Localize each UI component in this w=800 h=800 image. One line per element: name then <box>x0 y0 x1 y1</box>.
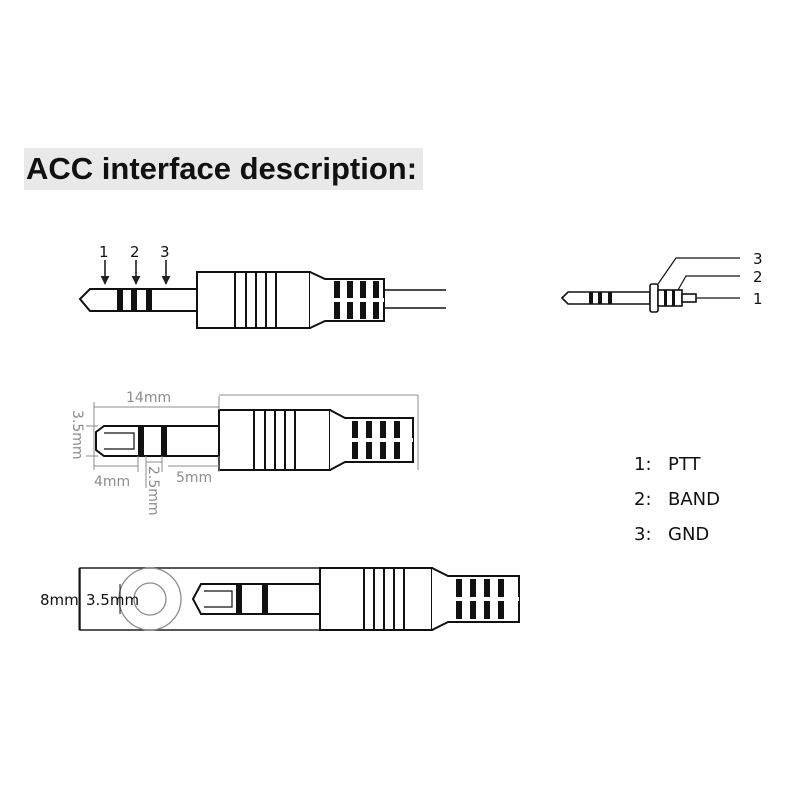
pin-label-3: 3 <box>160 243 170 261</box>
dimension-lines-middle <box>86 394 419 488</box>
pin-label-2: 2 <box>130 243 140 261</box>
page-title: ACC interface description: <box>24 148 424 190</box>
dim-bore-diameter: 3.5mm <box>86 591 139 609</box>
pin-label-1-right: 1 <box>753 290 763 308</box>
legend-item-ptt: 1:PTT <box>634 454 701 475</box>
plug-bottom <box>78 567 520 631</box>
dim-sleeve-length: 5mm <box>176 470 212 486</box>
dim-ring-length: 2.5mm <box>145 466 161 516</box>
legend-item-band: 2:BAND <box>634 489 720 510</box>
dim-diameter: 3.5mm <box>69 410 85 460</box>
plug-middle <box>95 409 414 471</box>
plug-top-right <box>560 257 740 313</box>
pin-label-2-right: 2 <box>753 268 763 286</box>
plug-top-left <box>78 260 446 329</box>
legend-item-gnd: 3:GND <box>634 524 710 545</box>
pin-label-1: 1 <box>99 243 109 261</box>
pin-label-3-right: 3 <box>753 250 763 268</box>
dim-tip-length: 4mm <box>94 474 130 490</box>
dim-body-diameter: 8mm <box>40 591 79 609</box>
dim-total-length: 14mm <box>126 390 171 406</box>
